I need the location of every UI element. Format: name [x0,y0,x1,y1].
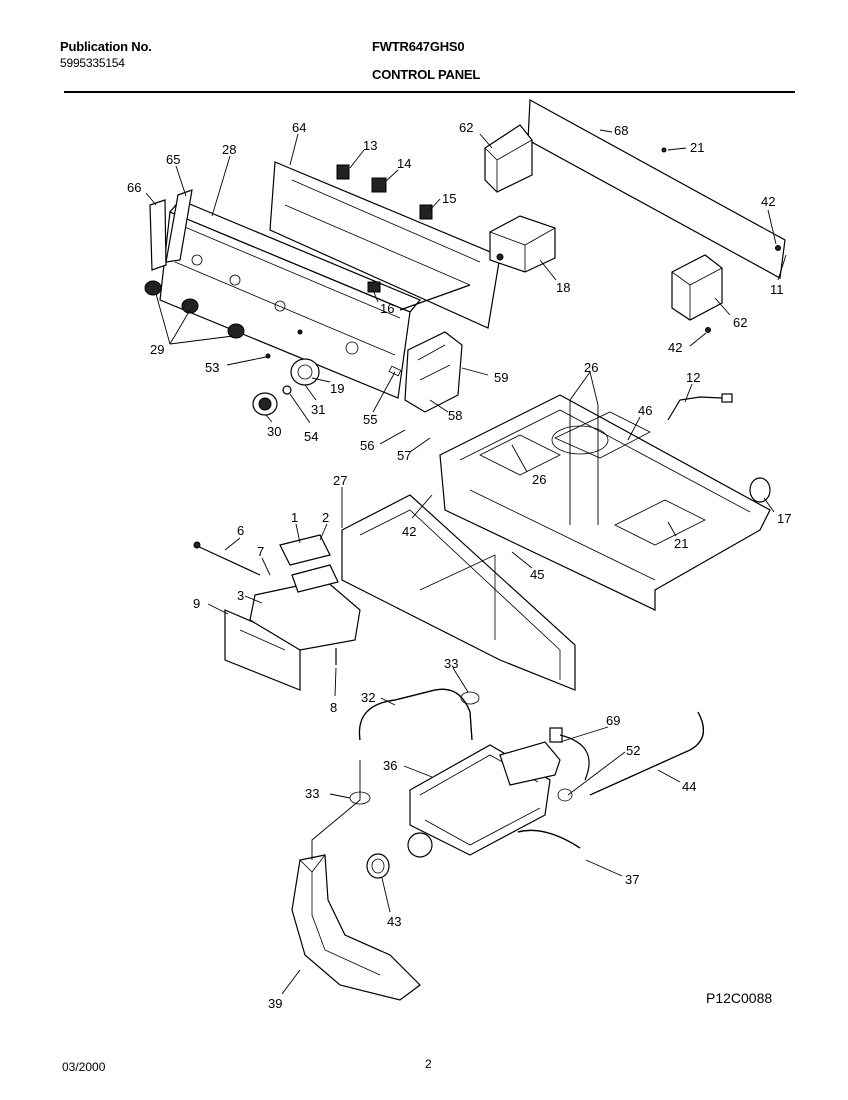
cabinet-top-frame [439,393,771,611]
callout-42-low: 42 [668,340,682,355]
drawing-code: P12C0088 [706,990,773,1006]
callout-45: 45 [530,567,544,582]
callout-37: 37 [625,872,639,887]
callout-9: 9 [193,596,200,611]
mixing-valve-assembly [407,727,590,858]
callout-52: 52 [626,743,640,758]
front-panel [341,494,576,691]
callout-12: 12 [686,370,700,385]
callout-29: 29 [150,342,164,357]
header-rule [64,91,795,93]
callout-42-frame: 42 [402,524,416,539]
timer [489,215,556,273]
callout-32: 32 [361,690,375,705]
callout-17: 17 [777,511,791,526]
hoses [358,688,705,796]
callout-16: 16 [380,301,394,316]
callout-68: 68 [614,123,628,138]
callout-39: 39 [268,996,282,1011]
callout-1: 1 [291,510,298,525]
callout-66: 66 [127,180,141,195]
callout-26-top: 26 [584,360,598,375]
callout-69: 69 [606,713,620,728]
callout-11: 11 [770,282,784,297]
callout-30: 30 [267,424,281,439]
callout-33-top: 33 [444,656,458,671]
clamps-and-rings [349,691,480,879]
callout-28: 28 [222,142,236,157]
callout-8: 8 [330,700,337,715]
callout-18: 18 [556,280,570,295]
callout-46: 46 [638,403,652,418]
callout-6: 6 [237,523,244,538]
callout-65: 65 [166,152,180,167]
callout-14: 14 [397,156,411,171]
callout-58: 58 [448,408,462,423]
callout-62-bottom: 62 [733,315,747,330]
callout-64: 64 [292,120,306,135]
callout-15: 15 [442,191,456,206]
callout-27: 27 [333,473,347,488]
publication-date: 03/2000 [62,1060,106,1074]
callout-21-top: 21 [690,140,704,155]
page-number: 2 [425,1057,432,1071]
siphon-elbow [291,760,421,1001]
callout-3: 3 [237,588,244,603]
callout-2: 2 [322,510,329,525]
callout-labels: 65 28 64 13 14 15 62 68 21 66 42 11 62 4… [127,120,791,1011]
callout-44: 44 [682,779,696,794]
callout-36: 36 [383,758,397,773]
console-end-caps [149,189,193,271]
model-number: FWTR647GHS0 [372,39,465,54]
callout-43: 43 [387,914,401,929]
callout-62-top: 62 [459,120,473,135]
callout-26-mid: 26 [532,472,546,487]
callout-31: 31 [311,402,325,417]
callout-57: 57 [397,448,411,463]
callout-55: 55 [363,412,377,427]
callout-59: 59 [494,370,508,385]
publication-number: 5995335154 [60,56,125,70]
control-console [159,199,421,399]
callout-13: 13 [363,138,377,153]
callout-56: 56 [360,438,374,453]
console-bracket [404,331,463,413]
callout-21-frame: 21 [674,536,688,551]
callout-54: 54 [304,429,318,444]
callout-33-low: 33 [305,786,319,801]
dispenser-drawer [193,534,361,691]
callout-19: 19 [330,381,344,396]
control-knobs [144,280,320,416]
back-panel [484,99,786,333]
section-title: CONTROL PANEL [372,67,481,82]
leader-lines [145,129,787,995]
callout-7: 7 [257,544,264,559]
callout-42-right: 42 [761,194,775,209]
callout-53: 53 [205,360,219,375]
circuit-board [269,161,501,329]
publication-label: Publication No. [60,39,152,54]
